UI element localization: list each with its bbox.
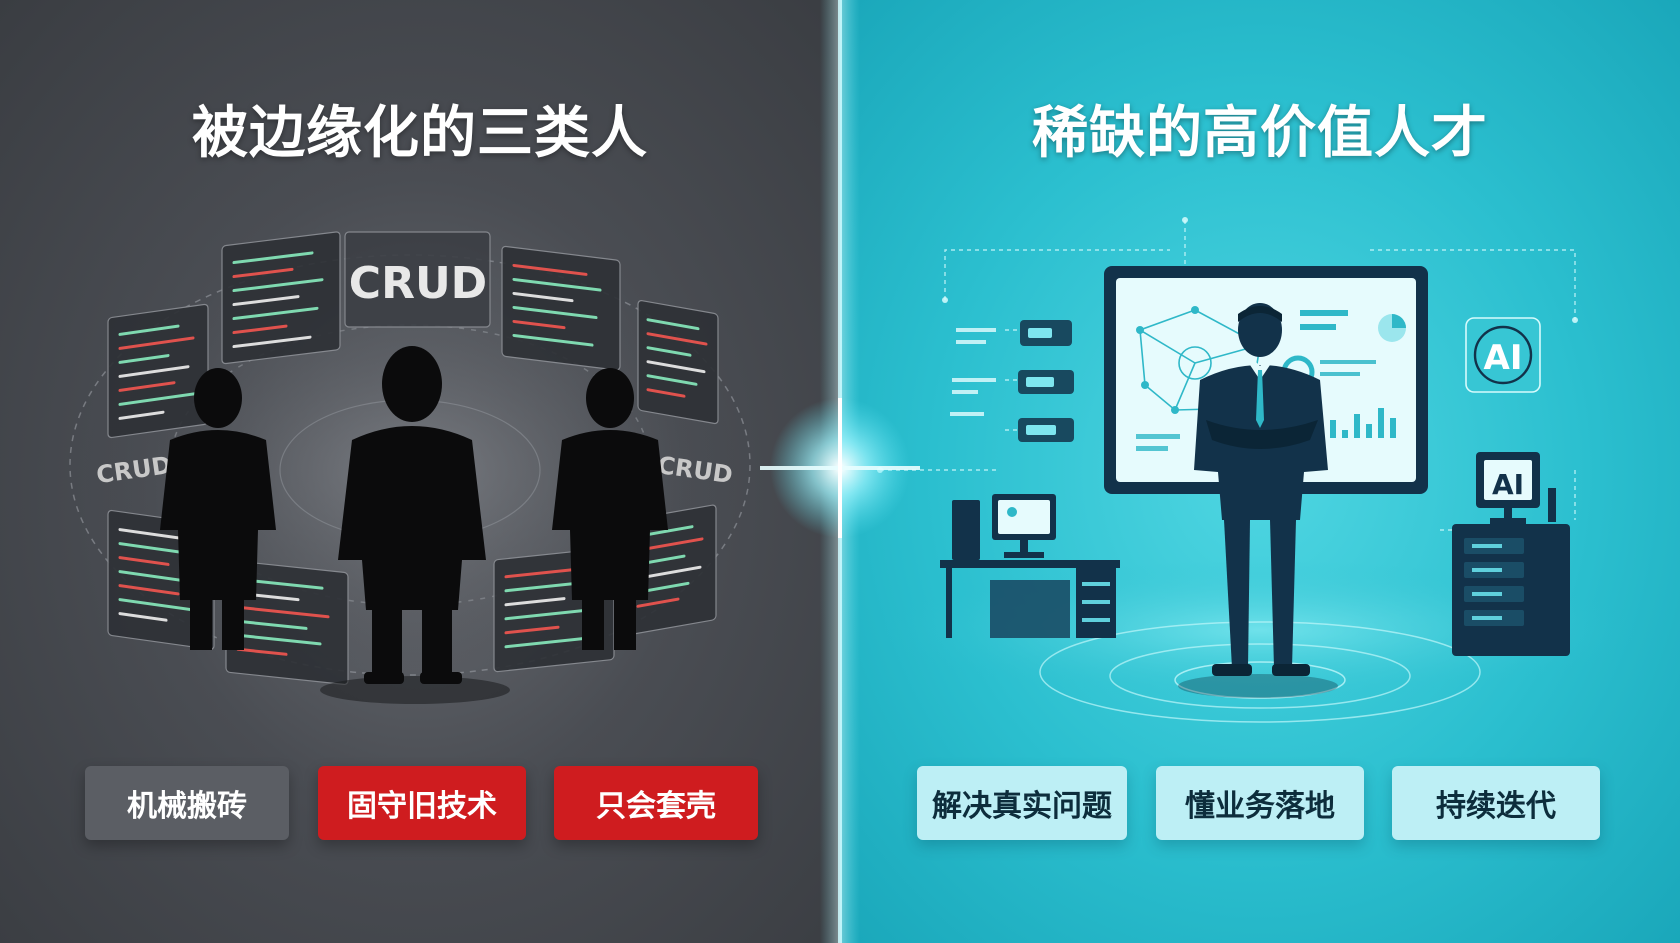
circuit-dots: [877, 217, 1578, 473]
ai-label-monitor: AI: [1492, 468, 1524, 501]
crud-panel: [344, 231, 491, 328]
code-panel: [225, 559, 349, 686]
ai-label-top: AI: [1484, 338, 1523, 378]
floor-ring-inner: [1174, 661, 1346, 699]
floor-ring-outer: [1039, 621, 1481, 723]
code-panel: [221, 231, 341, 365]
badge-business-delivery: 懂业务落地: [1156, 766, 1364, 840]
code-panel: [107, 303, 209, 439]
ground-shadow: [320, 676, 510, 704]
data-widget: [1018, 370, 1074, 394]
data-widget: [1018, 418, 1074, 442]
person-silhouette-left: [160, 368, 276, 650]
text-lines: [950, 328, 996, 416]
left-scene: CRUD CRUD CRUD: [69, 231, 751, 704]
left-panel: CRUD CRUD CRUD 被边缘化的三类人: [0, 0, 840, 943]
pie-chart-icon: [1378, 314, 1406, 342]
server-rack: [1452, 524, 1570, 656]
badge-solve-real-problems: 解决真实问题: [917, 766, 1127, 840]
right-title: 稀缺的高价值人才: [1032, 101, 1488, 166]
crud-label-main: CRUD: [349, 258, 487, 309]
bar-chart-icon: [1330, 408, 1396, 438]
ai-monitor: [1476, 452, 1556, 524]
badge-old-tech: 固守旧技术: [318, 766, 526, 840]
badge-wrapper-only: 只会套壳: [554, 766, 758, 840]
businessman-figure: [1178, 303, 1338, 698]
badge-continuous-iteration: 持续迭代: [1392, 766, 1600, 840]
right-scene: AI: [877, 217, 1640, 723]
person-silhouette-right: [552, 368, 668, 650]
floor-ring-middle: [1109, 643, 1411, 709]
person-silhouette-center: [338, 346, 486, 684]
badge-mechanical-work: 机械搬砖: [85, 766, 289, 840]
data-widget: [1020, 320, 1072, 346]
left-title: 被边缘化的三类人: [192, 101, 648, 166]
desk-workstation: [940, 494, 1120, 638]
right-panel: AI: [840, 0, 1680, 943]
code-panel: [501, 245, 621, 371]
ai-chip-badge: [1465, 317, 1541, 393]
code-panel: [637, 300, 719, 425]
